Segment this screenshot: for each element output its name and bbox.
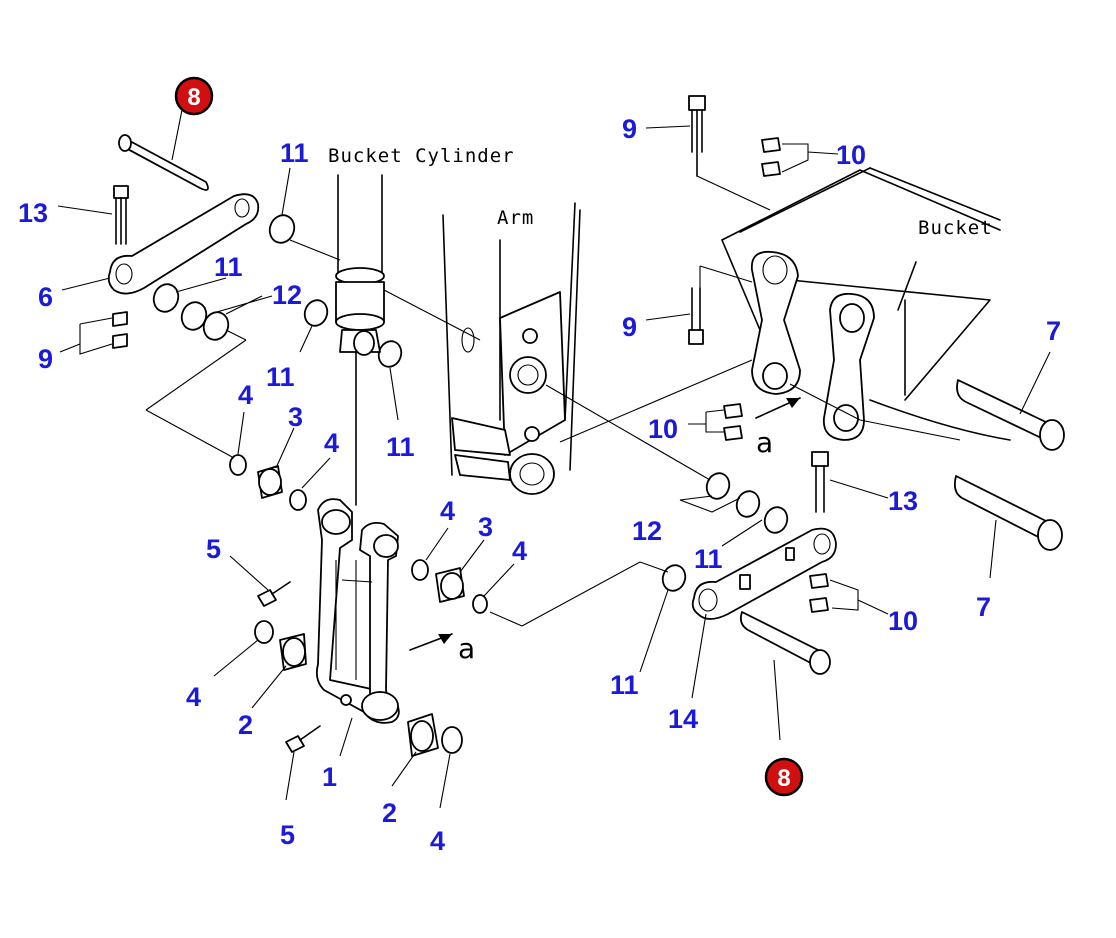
callout-13-right: 13 [888,486,918,516]
callout-13-left: 13 [18,198,48,228]
shims-11-12-right [661,472,789,592]
badge-8-bottom: 8 [764,757,804,797]
callout-10-top: 10 [836,140,866,170]
pin-8-top [118,134,209,191]
callout-11-e: 11 [694,544,723,574]
callout-4-a: 4 [238,380,253,410]
bolt-13-left [113,185,129,245]
callout-4-f: 4 [430,826,445,856]
callout-3-left: 3 [288,402,303,432]
bushings-and-seals [229,454,488,757]
callout-10-bottom: 10 [888,606,918,636]
bucket [721,167,1011,441]
label-bucket-cylinder: Bucket Cylinder [328,145,515,167]
bolt-13-right [811,451,829,513]
assembly-lines [145,175,961,627]
link-1 [315,498,400,724]
nuts-10-right [723,137,829,613]
callout-2-left: 2 [238,710,253,740]
label-arm: Arm [497,207,534,229]
callout-14: 14 [668,704,698,734]
view-mark-a-1: a [458,632,475,665]
link-14 [691,527,837,620]
arm [442,202,581,495]
nuts-9-left [112,311,128,349]
pins-7 [953,379,1065,551]
callout-11-b: 11 [214,252,243,282]
callout-4-e: 4 [186,682,201,712]
callout-10-mid: 10 [648,414,678,444]
bucket-brackets [750,250,875,441]
callout-2-right: 2 [382,798,397,828]
link-6 [107,193,260,295]
label-bucket: Bucket [918,217,993,239]
callout-9-left: 9 [38,344,53,374]
callout-11-a: 11 [280,138,309,168]
callout-5-lower: 5 [280,820,295,850]
callout-4-b: 4 [324,428,339,458]
callout-9-mid: 9 [622,312,637,342]
callout-9-top: 9 [622,114,637,144]
view-arrows [409,397,801,651]
grease-fittings-5 [257,581,321,753]
callouts: 13 6 9 11 11 12 11 11 4 3 4 5 4 3 4 4 2 … [18,114,1061,856]
callout-6: 6 [38,282,53,312]
callout-5-upper: 5 [206,534,221,564]
leader-lines [57,109,1051,809]
pin-8-bottom [739,611,831,675]
callout-7-bottom: 7 [976,592,991,622]
callout-12-left: 12 [272,280,302,310]
callout-11-c: 11 [266,362,295,392]
svg-text:8: 8 [777,765,790,792]
callout-1: 1 [322,762,337,792]
bolts-9-right [688,95,706,345]
callout-11-f: 11 [610,670,639,700]
callout-4-c: 4 [440,496,455,526]
callout-12-right: 12 [632,516,662,546]
bucket-cylinder [335,174,385,506]
callout-3-right: 3 [478,512,493,542]
callout-11-d: 11 [386,432,415,462]
callout-7-top: 7 [1046,316,1061,346]
badge-8-top: 8 [174,76,214,116]
view-mark-a-2: a [756,426,773,459]
callout-4-d: 4 [512,536,527,566]
svg-text:8: 8 [187,84,200,111]
